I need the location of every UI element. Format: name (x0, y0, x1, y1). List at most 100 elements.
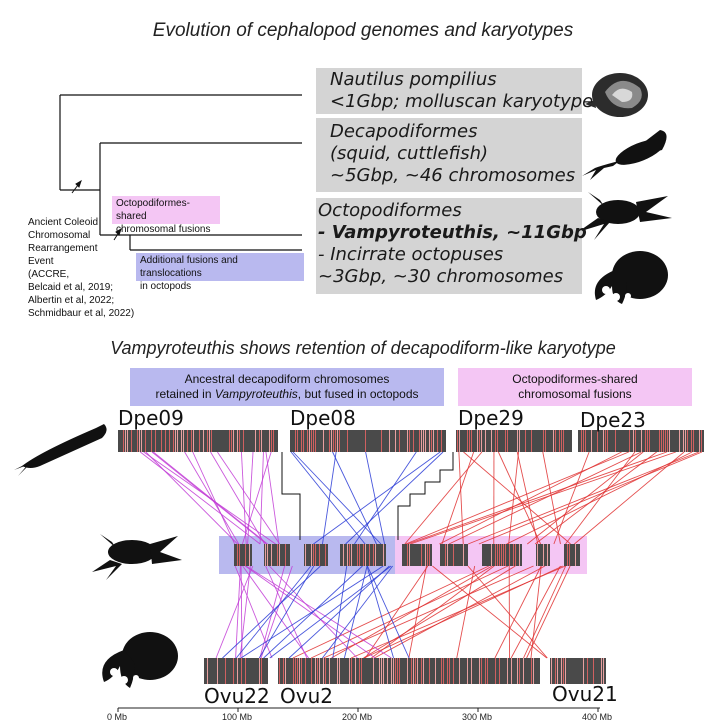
synteny-link (331, 565, 493, 659)
chromosome-vampyroteuthis-8-stripe (547, 544, 548, 566)
chromosome-vampyroteuthis-4-stripe (373, 544, 374, 566)
chromosome-dpe23-stripe (665, 430, 666, 452)
synteny-link (458, 451, 464, 545)
chromosome-vampyroteuthis-9-stripe (567, 544, 568, 566)
axis-tick-label: 300 Mb (462, 712, 493, 722)
chromosome-dpe23-stripe (581, 430, 582, 452)
chromosome-dpe09-stripe (243, 430, 244, 452)
chromosome-dpe08 (290, 430, 446, 452)
chromosome-ovu22-stripe (261, 658, 262, 684)
chromosome-ovu2-stripe (511, 658, 512, 684)
chromosome-ovu2-stripe (315, 658, 316, 684)
chromosome-vampyroteuthis-6-stripe (447, 544, 448, 566)
chromosome-dpe29-stripe (471, 430, 472, 452)
synteny-link (240, 565, 243, 659)
chromosome-dpe09-stripe (127, 430, 128, 452)
synteny-link (527, 451, 644, 545)
chromosome-ovu2-stripe (323, 658, 324, 684)
chromosome-dpe29-stripe (481, 430, 482, 452)
chromosome-vampyroteuthis-7-stripe (501, 544, 502, 566)
squid-icon (14, 424, 107, 476)
chromosome-ovu2-stripe (479, 658, 480, 684)
accre-line: Rearrangement (28, 243, 98, 254)
chromosome-dpe09-stripe (165, 430, 166, 452)
synteny-link (240, 565, 384, 659)
chromosome-dpe09-stripe (161, 430, 162, 452)
chromosome-dpe08-stripe (425, 430, 426, 452)
synteny-link (290, 451, 366, 545)
chromosome-ovu2-stripe (325, 658, 326, 684)
chromosome-dpe08-stripe (333, 430, 334, 452)
chromosome-vampyroteuthis-8-stripe (543, 544, 544, 566)
chromosome-dpe23-stripe (659, 430, 660, 452)
synteny-link (240, 451, 247, 545)
chromosome-ovu2-stripe (339, 658, 340, 684)
chromosome-ovu22-stripe (259, 658, 260, 684)
chromosome-vampyroteuthis-9-stripe (569, 544, 570, 566)
chromosome-dpe23-stripe (629, 430, 630, 452)
chromosome-ovu2-stripe (485, 658, 486, 684)
chromosome-dpe09-stripe (145, 430, 146, 452)
shared-legend-line2: chromosomal fusions (518, 387, 632, 401)
synteny-link (530, 565, 542, 659)
synteny-links (139, 451, 703, 659)
chromosome-dpe23-stripe (691, 430, 692, 452)
octopus-genome: ~3Gbp, ~30 chromosomes (318, 266, 564, 287)
synteny-link (408, 565, 427, 659)
synteny-link (432, 565, 548, 659)
chromosome-dpe08-stripe (307, 430, 308, 452)
accre-line: (ACCRE, (28, 269, 70, 280)
chromosome-dpe09-stripe (181, 430, 182, 452)
chromosome-ovu2-stripe (447, 658, 448, 684)
synteny-link (365, 451, 385, 545)
chromosome-dpe09-stripe (231, 430, 232, 452)
synteny-link (269, 565, 392, 659)
additional-fusions-note: Additional fusions and translocations in… (136, 253, 304, 292)
chromosome-dpe09-stripe (259, 430, 260, 452)
accre-line: Event (28, 256, 54, 267)
phylogenetic-tree (59, 94, 302, 251)
chromosome-ovu2-stripe (279, 658, 280, 684)
vampire-squid-icon (92, 534, 182, 580)
decapodiformes-box: Decapodiformes (squid, cuttlefish) ~5Gbp… (316, 118, 582, 192)
chromosome-vampyroteuthis-5-stripe (429, 544, 430, 566)
synteny-link (363, 565, 516, 659)
chromosome-dpe09-stripe (203, 430, 204, 452)
chromosome-vampyroteuthis-1-stripe (237, 544, 238, 566)
synteny-link (292, 565, 489, 659)
nautilus-genome: <1Gbp; molluscan karyotype (330, 91, 594, 112)
chromosome-ovu22-stripe (241, 658, 242, 684)
octopodiformes-box: Octopodiformes - Vampyroteuthis, ~11Gbp … (316, 198, 587, 294)
synteny-link (332, 565, 348, 659)
chrom-label-ovu21: Ovu21 (552, 682, 618, 706)
chromosome-dpe09-stripe (207, 430, 208, 452)
synteny-link (467, 565, 548, 659)
synteny-link (534, 451, 657, 545)
octopodiformes-name: Octopodiformes (318, 200, 462, 221)
chromosome-dpe09-stripe (141, 430, 142, 452)
shared-legend-box: Octopodiformes-shared chromosomal fusion… (458, 368, 692, 406)
chromosome-ovu2-stripe (395, 658, 396, 684)
chromosome-dpe29-stripe (505, 430, 506, 452)
ancestral-legend-box: Ancestral decapodiform chromosomes retai… (130, 368, 444, 406)
synteny-link (523, 565, 567, 659)
incirrate-octopuses: - Incirrate octopuses (318, 244, 504, 265)
chrom-label-dpe09: Dpe09 (118, 406, 184, 430)
synteny-link (343, 565, 368, 659)
chromosome-ovu2-stripe (355, 658, 356, 684)
chromosome-dpe08-stripe (337, 430, 338, 452)
chromosome-dpe29-stripe (559, 430, 560, 452)
synteny-link (192, 451, 236, 545)
synteny-link (374, 565, 546, 659)
chrom-label-dpe23: Dpe23 (580, 408, 646, 432)
synteny-link (265, 451, 280, 545)
chromosome-ovu2-stripe (361, 658, 362, 684)
synteny-link (508, 451, 520, 545)
chromosome-vampyroteuthis-3-stripe (315, 544, 316, 566)
chromosome-dpe29-body (456, 430, 572, 452)
chromosome-ovu2-stripe (487, 658, 488, 684)
chromosome-ovu2-stripe (471, 658, 472, 684)
synteny-link (263, 565, 363, 659)
chromosome-ovu2-stripe (301, 658, 302, 684)
